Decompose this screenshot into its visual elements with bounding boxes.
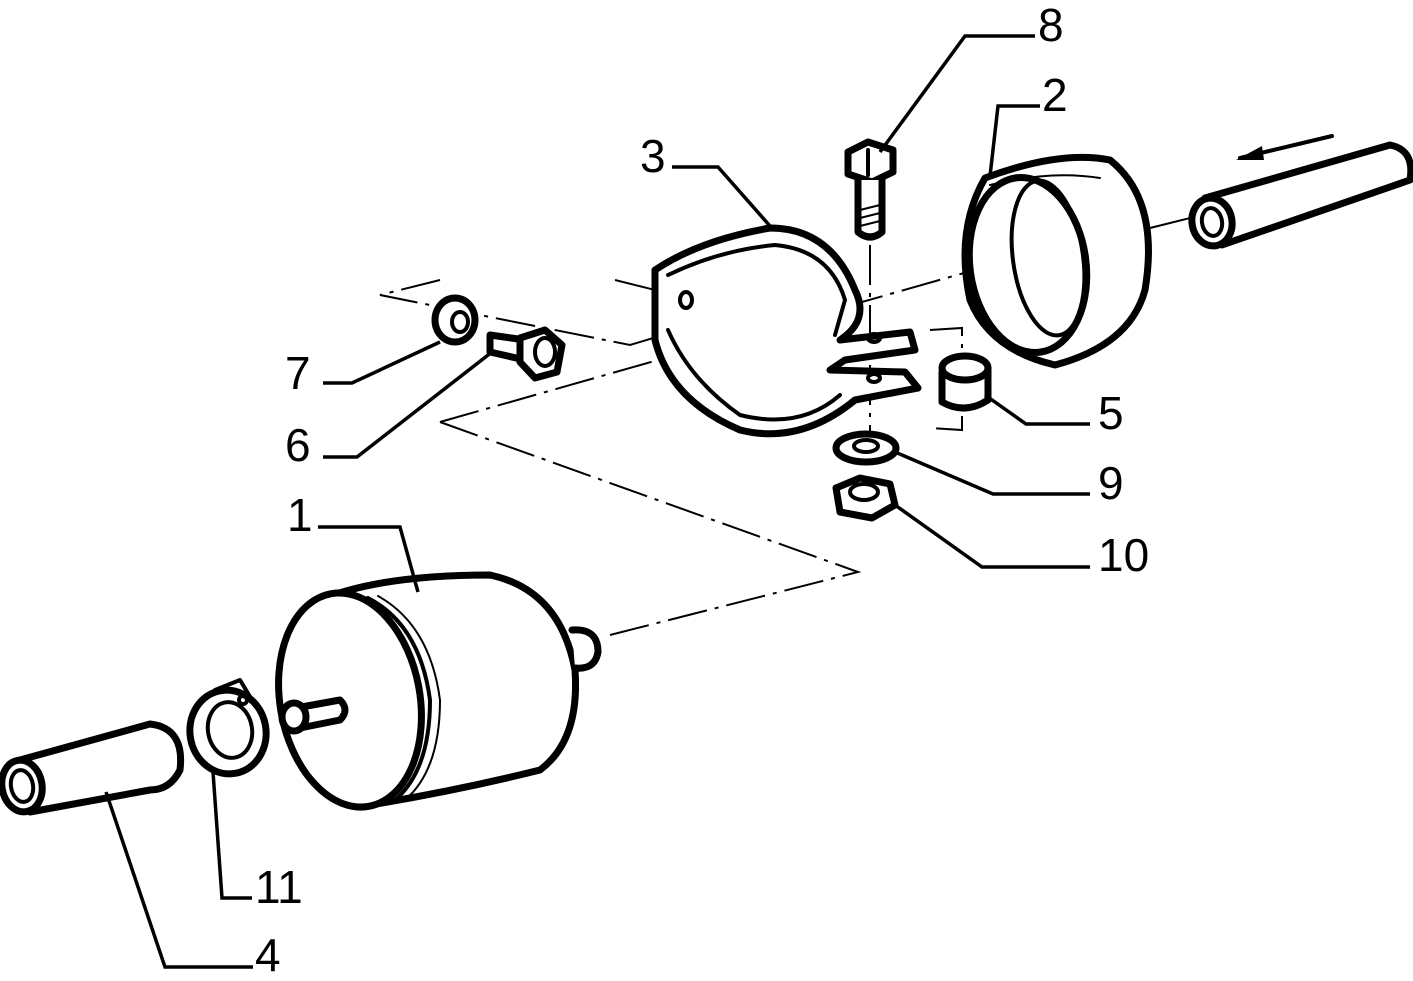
part-11-hose-clip: [186, 678, 270, 778]
callout-2: 2: [1042, 69, 1068, 121]
callout-1: 1: [287, 489, 313, 541]
callout-9: 9: [1098, 457, 1124, 509]
callout-7: 7: [285, 347, 311, 399]
callout-6: 6: [285, 419, 311, 471]
leader-8: [878, 34, 1035, 154]
leader-5: [983, 393, 1090, 426]
leader-4: [104, 791, 253, 969]
part-4-hose: [0, 720, 185, 816]
leader-3: [672, 165, 772, 228]
leader-7: [323, 340, 441, 385]
part-8-bolt: [844, 138, 897, 241]
callout-11: 11: [255, 861, 303, 913]
leader-9: [894, 450, 1090, 496]
callout-10: 10: [1098, 529, 1150, 581]
callout-8: 8: [1038, 0, 1064, 51]
part-9-washer: [832, 430, 900, 466]
callout-5: 5: [1098, 387, 1124, 439]
leader-10: [893, 503, 1090, 569]
part-7-washer: [431, 294, 479, 346]
leader-1: [318, 525, 420, 593]
part-1-fuel-filter: [275, 571, 602, 811]
fuel-pipe-inlet: [1188, 134, 1413, 250]
callout-3: 3: [640, 130, 666, 182]
part-10-nut: [832, 474, 899, 522]
leader-6: [323, 350, 494, 459]
callout-leader-lines: [104, 34, 1090, 969]
part-3-clamp-bracket: [651, 224, 922, 438]
leader-2: [988, 104, 1040, 177]
part-6-screw: [486, 326, 566, 382]
leader-11: [211, 771, 252, 900]
callout-4: 4: [255, 929, 281, 981]
part-5-spacer: [938, 352, 992, 412]
part-2-sleeve-ring: [961, 153, 1152, 369]
